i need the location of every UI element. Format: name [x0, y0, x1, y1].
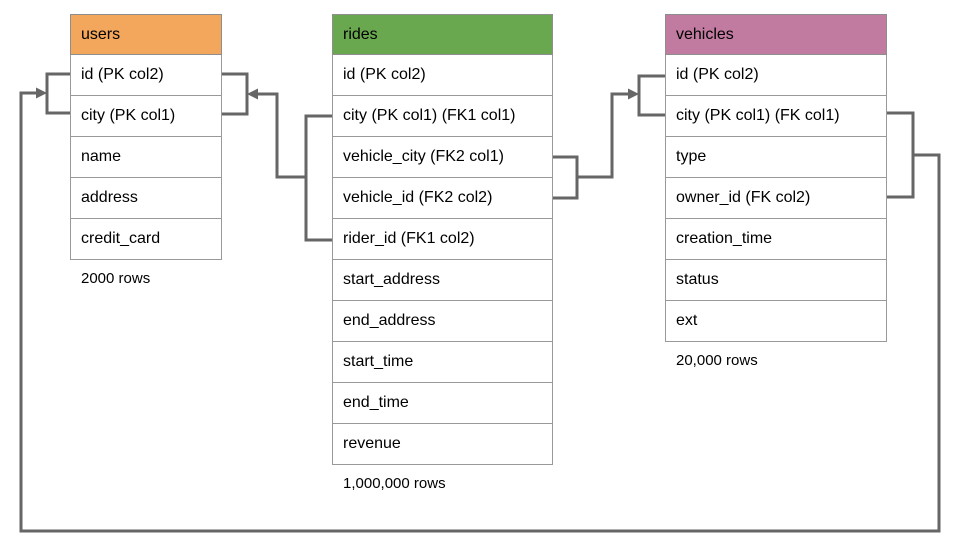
column-row: city (PK col1) [70, 96, 222, 137]
column-row: name [70, 137, 222, 178]
vehicles-left-bracket [637, 74, 665, 117]
column-row: end_address [332, 301, 553, 342]
column-row: end_time [332, 383, 553, 424]
table-rides-rowcount: 1,000,000 rows [343, 475, 446, 492]
column-row: revenue [332, 424, 553, 465]
column-row: start_time [332, 342, 553, 383]
table-rides-header: rides [332, 14, 553, 55]
users-right-bracket [222, 72, 249, 116]
column-row: rider_id (FK1 col2) [332, 219, 553, 260]
column-row: start_address [332, 260, 553, 301]
column-row: id (PK col2) [332, 55, 553, 96]
table-vehicles-columns: id (PK col2)city (PK col1) (FK col1)type… [665, 55, 887, 342]
table-rides: rides id (PK col2)city (PK col1) (FK1 co… [332, 14, 553, 492]
connector-lines [19, 72, 941, 533]
table-rides-columns: id (PK col2)city (PK col1) (FK1 col1)veh… [332, 55, 553, 465]
vehicles-to-users-loop [19, 91, 941, 533]
rides-to-users-link [256, 92, 306, 179]
table-vehicles-header: vehicles [665, 14, 887, 55]
table-users-rowcount: 2000 rows [81, 270, 151, 287]
arrowheads [36, 87, 639, 100]
rides-to-vehicles-link [577, 92, 630, 179]
arrowhead-into-users-right-icon [247, 88, 258, 100]
rides-right-bracket [553, 155, 579, 200]
column-row: id (PK col2) [70, 55, 222, 96]
column-row: creation_time [665, 219, 887, 260]
column-row: id (PK col2) [665, 55, 887, 96]
rides-left-bracket [304, 114, 332, 242]
users-left-bracket [45, 72, 70, 115]
arrowhead-into-users-left-icon [36, 87, 47, 99]
column-row: vehicle_city (FK2 col1) [332, 137, 553, 178]
column-row: city (PK col1) (FK col1) [665, 96, 887, 137]
table-vehicles: vehicles id (PK col2)city (PK col1) (FK … [665, 14, 887, 369]
column-row: owner_id (FK col2) [665, 178, 887, 219]
column-row: vehicle_id (FK2 col2) [332, 178, 553, 219]
column-row: type [665, 137, 887, 178]
column-row: ext [665, 301, 887, 342]
table-vehicles-rowcount: 20,000 rows [676, 352, 758, 369]
column-row: city (PK col1) (FK1 col1) [332, 96, 553, 137]
arrowhead-into-vehicles-icon [628, 88, 639, 100]
column-row: credit_card [70, 219, 222, 260]
vehicles-right-bracket [887, 111, 915, 199]
column-row: address [70, 178, 222, 219]
table-users-header: users [70, 14, 222, 55]
column-row: status [665, 260, 887, 301]
